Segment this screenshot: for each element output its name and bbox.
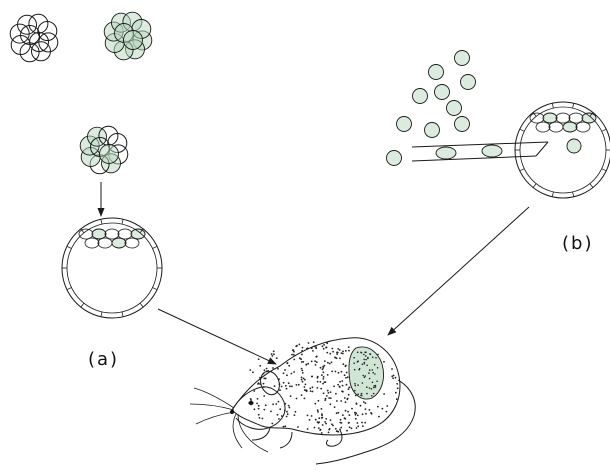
label-b: (b): [562, 233, 593, 254]
arrow-b-to-mouse: [388, 207, 529, 335]
inner-cell-mass-cell: [112, 238, 126, 248]
blastomere-cell: [100, 145, 119, 164]
inner-cell-mass-cell: [131, 229, 145, 239]
es-cell: [413, 89, 428, 104]
es-cell: [461, 75, 476, 90]
inner-cell-mass-cell: [98, 238, 112, 248]
inner-cell-mass-cell: [549, 122, 563, 132]
es-cell: [387, 151, 402, 166]
es-cell: [447, 101, 462, 116]
inner-cell-mass-cell: [543, 113, 557, 123]
inner-cell-mass-cell: [582, 113, 596, 123]
inner-cell-mass-cell: [92, 229, 106, 239]
inner-cell-mass-cell: [536, 122, 550, 132]
inner-cell-mass-cell: [105, 229, 119, 239]
inner-cell-mass-cell: [118, 229, 132, 239]
inner-cell-mass-cell: [576, 122, 590, 132]
inner-cell-mass-cell: [79, 229, 93, 239]
blastomere-cell: [124, 31, 143, 50]
es-cell: [397, 117, 412, 132]
inner-cell-mass-cell: [556, 113, 570, 123]
morula-labeled-embryo: [104, 12, 152, 60]
embryonic-stem-cells: [387, 51, 476, 166]
morula-unlabeled-embryo: [10, 14, 58, 62]
inner-cell-mass-cell: [125, 238, 139, 248]
es-cell: [435, 85, 450, 100]
chimeric-mouse: [190, 338, 415, 464]
label-a: (a): [88, 349, 119, 370]
aggregated-chimeric-embryo: [80, 126, 128, 174]
blastocyst-aggregation: [62, 218, 162, 318]
es-cell: [425, 123, 440, 138]
es-cell: [455, 117, 470, 132]
inner-cell-mass-cell: [563, 122, 577, 132]
blastomere-cell: [20, 43, 39, 62]
inner-cell-mass-cell: [85, 238, 99, 248]
blastocyst-injection: [515, 102, 610, 198]
es-cell: [429, 65, 444, 80]
blastomere-cell: [10, 24, 29, 43]
inner-cell-mass-cell: [569, 113, 583, 123]
inner-cell-mass-cell: [530, 113, 544, 123]
injection-pipette: [412, 142, 548, 161]
es-cell: [455, 51, 470, 66]
arrow-a-to-mouse: [158, 309, 276, 364]
